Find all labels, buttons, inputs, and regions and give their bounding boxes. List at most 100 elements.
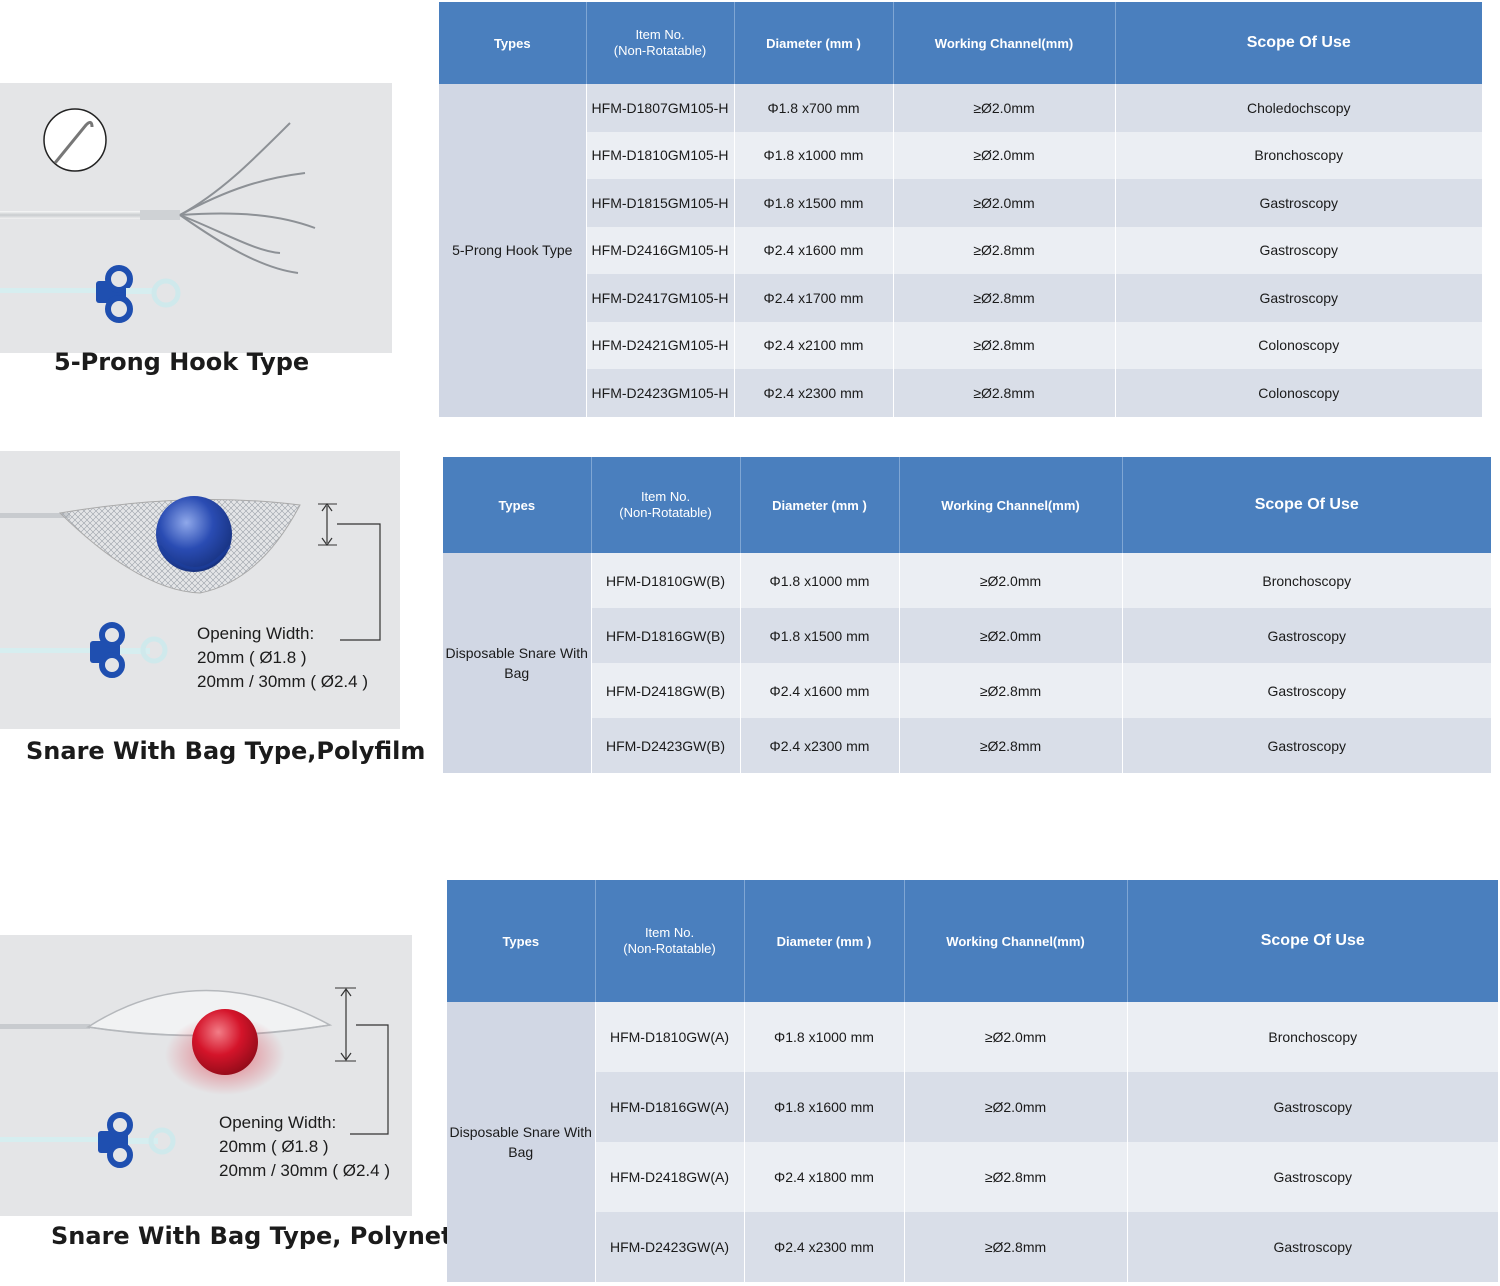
- table-row: HFM-D1810GM105-H Φ1.8 x1000 mm ≥Ø2.0mm B…: [439, 131, 1482, 179]
- product-caption-polynet: Snare With Bag Type, Polynet: [51, 1222, 453, 1250]
- product-image-polyfilm: Opening Width: 20mm ( Ø1.8 ) 20mm / 30mm…: [0, 451, 400, 729]
- item-no-cell: HFM-D1810GW(B): [590, 553, 740, 608]
- table-row: HFM-D2418GW(A) Φ2.4 x1800 mm ≥Ø2.8mm Gas…: [447, 1142, 1498, 1212]
- type-cell: 5-Prong Hook Type: [439, 84, 586, 417]
- table-row: Disposable Snare With Bag HFM-D1810GW(A)…: [447, 1002, 1498, 1282]
- channel-cell: ≥Ø2.0mm: [898, 553, 1122, 608]
- table-header-row: Types Item No.(Non-Rotatable) Diameter (…: [447, 880, 1498, 1002]
- diameter-cell: Φ2.4 x2300 mm: [733, 369, 893, 417]
- diameter-cell: Φ2.4 x1600 mm: [739, 663, 899, 718]
- item-no-cell: HFM-D1807GM105-H: [585, 84, 734, 132]
- table-row: HFM-D2423GM105-H Φ2.4 x2300 mm ≥Ø2.8mm C…: [439, 369, 1482, 417]
- product-caption-hook: 5-Prong Hook Type: [54, 348, 310, 376]
- opening-width-note: Opening Width: 20mm ( Ø1.8 ) 20mm / 30mm…: [219, 1113, 390, 1180]
- scope-cell: Gastroscopy: [1121, 718, 1491, 773]
- spec-table-polyfilm: Types Item No.(Non-Rotatable) Diameter (…: [443, 457, 1491, 773]
- header-diameter: Diameter (mm ): [739, 457, 899, 553]
- scope-cell: Gastroscopy: [1114, 226, 1482, 274]
- table-row: HFM-D2423GW(B) Φ2.4 x2300 mm ≥Ø2.8mm Gas…: [443, 718, 1491, 773]
- opening-width-note: Opening Width: 20mm ( Ø1.8 ) 20mm / 30mm…: [197, 624, 368, 691]
- blue-ball-icon: [156, 496, 232, 572]
- item-no-cell: HFM-D1810GW(A): [594, 1002, 744, 1072]
- diameter-cell: Φ2.4 x1600 mm: [733, 226, 893, 274]
- item-no-cell: HFM-D2417GM105-H: [585, 274, 734, 322]
- table-row: HFM-D2423GW(A) Φ2.4 x2300 mm ≥Ø2.8mm Gas…: [447, 1212, 1498, 1282]
- header-item-no: Item No.(Non-Rotatable): [594, 880, 744, 1002]
- diameter-cell: Φ1.8 x1000 mm: [743, 1002, 904, 1072]
- channel-cell: ≥Ø2.8mm: [903, 1212, 1127, 1282]
- scope-cell: Gastroscopy: [1126, 1072, 1498, 1142]
- channel-cell: ≥Ø2.8mm: [898, 663, 1122, 718]
- polyfilm-snare-illustration: [0, 496, 381, 678]
- channel-cell: ≥Ø2.8mm: [903, 1142, 1127, 1212]
- table-row: HFM-D2417GM105-H Φ2.4 x1700 mm ≥Ø2.8mm G…: [439, 274, 1482, 322]
- table-row: 5-Prong Hook Type HFM-D1807GM105-H Φ1.8 …: [439, 84, 1482, 417]
- table-row: HFM-D2421GM105-H Φ2.4 x2100 mm ≥Ø2.8mm C…: [439, 321, 1482, 369]
- item-no-cell: HFM-D1810GM105-H: [585, 131, 734, 179]
- item-no-cell: HFM-D2418GW(A): [594, 1142, 744, 1212]
- header-types: Types: [447, 880, 595, 1002]
- diameter-cell: Φ1.8 x1500 mm: [733, 179, 893, 227]
- spec-table-hook: Types Item No.(Non-Rotatable) Diameter (…: [439, 2, 1482, 417]
- product-image-hook: [0, 83, 392, 353]
- channel-cell: ≥Ø2.0mm: [892, 179, 1115, 227]
- channel-cell: ≥Ø2.0mm: [892, 131, 1115, 179]
- diameter-cell: Φ1.8 x1500 mm: [739, 608, 899, 663]
- header-working-channel: Working Channel(mm): [892, 2, 1115, 84]
- diameter-cell: Φ1.8 x1000 mm: [739, 553, 899, 608]
- channel-cell: ≥Ø2.0mm: [892, 84, 1115, 132]
- header-diameter: Diameter (mm ): [743, 880, 904, 1002]
- header-working-channel: Working Channel(mm): [898, 457, 1122, 553]
- scope-cell: Bronchoscopy: [1126, 1002, 1498, 1072]
- scope-cell: Gastroscopy: [1114, 274, 1482, 322]
- scope-cell: Colonoscopy: [1114, 321, 1482, 369]
- header-scope: Scope Of Use: [1114, 2, 1482, 84]
- scope-cell: Gastroscopy: [1121, 608, 1491, 663]
- spec-table-polynet: Types Item No.(Non-Rotatable) Diameter (…: [447, 880, 1498, 1282]
- channel-cell: ≥Ø2.8mm: [892, 369, 1115, 417]
- item-no-cell: HFM-D1816GW(B): [590, 608, 740, 663]
- table-row: HFM-D1816GW(B) Φ1.8 x1500 mm ≥Ø2.0mm Gas…: [443, 608, 1491, 663]
- diameter-cell: Φ2.4 x1800 mm: [743, 1142, 904, 1212]
- table-row: HFM-D2418GW(B) Φ2.4 x1600 mm ≥Ø2.8mm Gas…: [443, 663, 1491, 718]
- diameter-cell: Φ1.8 x1600 mm: [743, 1072, 904, 1142]
- table-row: Disposable Snare With Bag HFM-D1810GW(B)…: [443, 553, 1491, 773]
- scope-cell: Colonoscopy: [1114, 369, 1482, 417]
- scope-cell: Gastroscopy: [1114, 179, 1482, 227]
- channel-cell: ≥Ø2.0mm: [903, 1072, 1127, 1142]
- item-no-cell: HFM-D1816GW(A): [594, 1072, 744, 1142]
- diameter-cell: Φ2.4 x2300 mm: [743, 1212, 904, 1282]
- item-no-cell: HFM-D2423GW(B): [590, 718, 740, 773]
- type-cell: Disposable Snare With Bag: [443, 553, 591, 773]
- product-caption-polyfilm: Snare With Bag Type,Polyfilm: [26, 737, 426, 765]
- diameter-cell: Φ2.4 x2100 mm: [733, 321, 893, 369]
- item-no-cell: HFM-D2418GW(B): [590, 663, 740, 718]
- hook-grasper-illustration: [0, 108, 316, 323]
- header-item-no: Item No.(Non-Rotatable): [590, 457, 740, 553]
- table-row: HFM-D2416GM105-H Φ2.4 x1600 mm ≥Ø2.8mm G…: [439, 226, 1482, 274]
- table-header-row: Types Item No.(Non-Rotatable) Diameter (…: [443, 457, 1491, 553]
- type-cell: Disposable Snare With Bag: [447, 1002, 595, 1282]
- red-ball-icon: [192, 1009, 258, 1075]
- diameter-cell: Φ2.4 x1700 mm: [733, 274, 893, 322]
- table-header-row: Types Item No.(Non-Rotatable) Diameter (…: [439, 2, 1482, 84]
- scope-cell: Bronchoscopy: [1121, 553, 1491, 608]
- header-diameter: Diameter (mm ): [733, 2, 893, 84]
- item-no-cell: HFM-D1815GM105-H: [585, 179, 734, 227]
- item-no-cell: HFM-D2416GM105-H: [585, 226, 734, 274]
- header-types: Types: [443, 457, 591, 553]
- channel-cell: ≥Ø2.8mm: [892, 226, 1115, 274]
- header-working-channel: Working Channel(mm): [903, 880, 1127, 1002]
- item-no-cell: HFM-D2423GW(A): [594, 1212, 744, 1282]
- channel-cell: ≥Ø2.0mm: [903, 1002, 1127, 1072]
- header-item-no: Item No.(Non-Rotatable): [585, 2, 734, 84]
- channel-cell: ≥Ø2.8mm: [892, 274, 1115, 322]
- channel-cell: ≥Ø2.0mm: [898, 608, 1122, 663]
- diameter-cell: Φ1.8 x700 mm: [733, 84, 893, 132]
- scope-cell: Gastroscopy: [1126, 1212, 1498, 1282]
- header-scope: Scope Of Use: [1126, 880, 1498, 1002]
- item-no-cell: HFM-D2421GM105-H: [585, 321, 734, 369]
- polynet-snare-illustration: [0, 987, 389, 1168]
- diameter-cell: Φ2.4 x2300 mm: [739, 718, 899, 773]
- scope-cell: Gastroscopy: [1126, 1142, 1498, 1212]
